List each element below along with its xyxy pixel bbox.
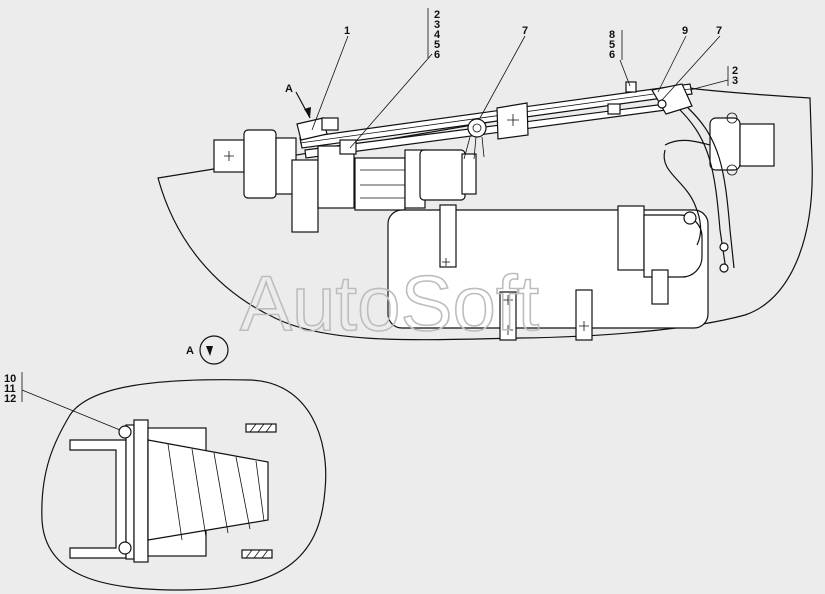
svg-text:3: 3: [732, 75, 738, 87]
svg-text:12: 12: [4, 393, 16, 405]
callout-stack-101112: 10 11 12: [4, 373, 16, 405]
callout-stack-856: 8 5 6: [609, 29, 615, 61]
callout-7-right: 7: [716, 25, 722, 37]
callout-7-left: 7: [522, 25, 528, 37]
svg-text:10: 10: [4, 373, 16, 385]
leader-lines: [21, 8, 729, 431]
detail-view-parts: [69, 419, 277, 563]
watermark: AutoSoft: [240, 259, 540, 347]
callout-stack-23456: 2 3 4 5 6: [434, 9, 441, 61]
view-a-circle: [199, 335, 229, 365]
svg-text:2: 2: [732, 65, 738, 77]
view-a-arrow-head: [206, 346, 213, 356]
callout-1: 1: [344, 25, 350, 37]
svg-text:4: 4: [434, 29, 441, 41]
view-mark-detail: A: [186, 345, 194, 357]
callout-stack-23: 2 3: [732, 65, 738, 87]
svg-text:8: 8: [609, 29, 615, 41]
svg-text:6: 6: [609, 49, 615, 61]
inclined-rail: [299, 83, 693, 159]
callout-9: 9: [682, 25, 688, 37]
right-connector: [663, 107, 775, 273]
main-body-outline: [157, 87, 813, 341]
svg-text:2: 2: [434, 9, 440, 21]
svg-text:11: 11: [4, 383, 16, 395]
left-flange-assembly: [213, 117, 355, 233]
svg-text:3: 3: [434, 19, 440, 31]
svg-text:5: 5: [434, 39, 440, 51]
svg-text:5: 5: [609, 39, 615, 51]
tank: [387, 204, 709, 341]
rail-end-cap: [607, 81, 693, 115]
svg-text:6: 6: [434, 49, 440, 61]
view-mark-top: A: [285, 83, 293, 95]
motor-block: [339, 118, 487, 211]
detail-view-outline: [41, 379, 327, 591]
